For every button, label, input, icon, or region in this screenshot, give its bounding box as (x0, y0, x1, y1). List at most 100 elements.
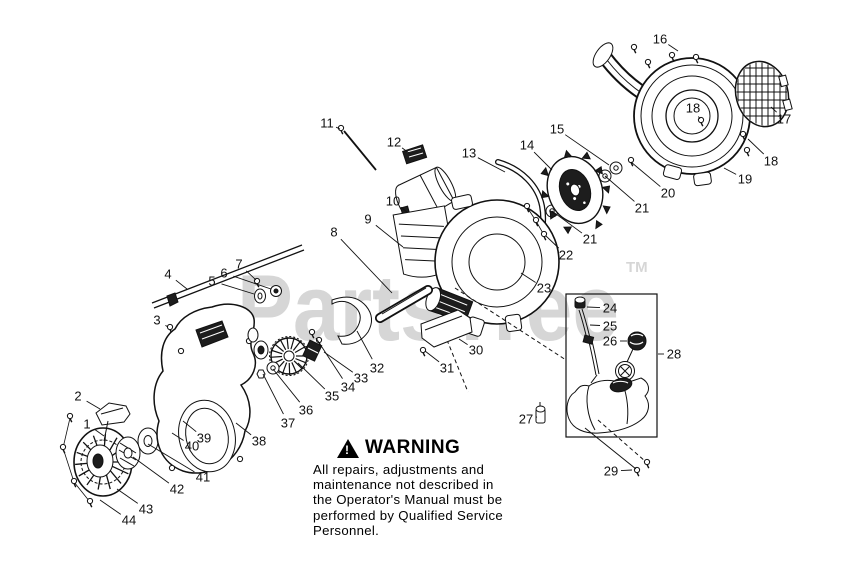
callout-leader-35 (297, 362, 326, 390)
callout-leader-21 (551, 210, 583, 234)
callout-label-32: 32 (370, 361, 384, 376)
callout-leader-23 (520, 272, 536, 283)
fuel-tank-box (565, 293, 658, 438)
callout-label-21: 21 (583, 232, 597, 247)
callout-label-6: 6 (220, 266, 227, 281)
callout-label-21: 21 (635, 201, 649, 216)
callout-leader-18 (747, 138, 765, 155)
warning-triangle-icon: ! (337, 438, 359, 458)
watermark-tm: TM (626, 259, 648, 276)
callout-leader-6 (233, 275, 272, 290)
callout-leader-13 (477, 157, 506, 173)
callout-label-36: 36 (299, 403, 313, 418)
callout-leader-15 (564, 134, 610, 166)
callout-leader-16 (668, 44, 679, 52)
callout-label-3: 3 (153, 313, 160, 328)
callout-label-20: 20 (661, 186, 675, 201)
callout-label-30: 30 (469, 343, 483, 358)
callout-leader-40 (171, 432, 184, 441)
callout-leader-33 (323, 351, 354, 373)
callout-label-9: 9 (364, 212, 371, 227)
callout-label-37: 37 (281, 416, 295, 431)
callout-label-39: 39 (197, 431, 211, 446)
callout-leader-42 (132, 456, 170, 484)
callout-leader-39 (182, 420, 197, 433)
callout-label-19: 19 (738, 172, 752, 187)
callout-leader-10 (400, 206, 408, 213)
callout-leader-24 (586, 306, 601, 309)
callout-label-22: 22 (559, 248, 573, 263)
callout-label-28: 28 (667, 347, 681, 362)
callout-label-10: 10 (386, 194, 400, 209)
callout-leader-43 (116, 488, 139, 504)
callout-leader-19 (723, 167, 737, 175)
callout-label-29: 29 (604, 464, 618, 479)
warning-line: Personnel. (313, 522, 380, 538)
callout-label-1: 1 (83, 417, 90, 432)
callout-leader-12 (401, 147, 410, 154)
callout-label-18: 18 (686, 101, 700, 116)
callout-label-40: 40 (185, 439, 199, 454)
callout-leader-17 (770, 106, 777, 113)
callout-leader-38 (235, 422, 252, 436)
callout-label-43: 43 (139, 502, 153, 517)
callout-leader-11 (335, 126, 341, 130)
callout-leader-4 (175, 279, 188, 290)
callout-leader-32 (356, 330, 373, 360)
callout-label-15: 15 (550, 122, 564, 137)
callout-leader-37 (262, 373, 284, 415)
callout-leader-44 (99, 499, 122, 515)
callout-layer: 1 23 4 567 8 9 10 11 12 13 14 15 16 17 18 18 19 20 21 21 22 2… (74, 32, 791, 528)
callout-leader-25 (589, 324, 601, 326)
callout-leader-34 (315, 337, 343, 379)
warning-title: WARNING (365, 437, 461, 458)
callout-label-11: 11 (320, 116, 334, 131)
callout-leader-20 (630, 161, 661, 187)
callout-label-7: 7 (235, 257, 242, 272)
callout-label-16: 16 (653, 32, 667, 47)
callout-label-17: 17 (777, 112, 791, 127)
callout-leader-22 (545, 235, 560, 249)
callout-leader-41 (147, 443, 195, 473)
callout-label-44: 44 (122, 513, 136, 528)
callout-leader-30 (458, 338, 468, 345)
callout-leader-5 (221, 283, 255, 295)
warning-line: maintenance not described in (313, 477, 494, 493)
blower-housing-drawing (592, 42, 795, 187)
flywheel-ignition-drawing (247, 296, 372, 379)
callout-label-5: 5 (208, 274, 215, 289)
callout-label-14: 14 (520, 138, 534, 153)
callout-label-35: 35 (325, 389, 339, 404)
callout-label-4: 4 (164, 267, 171, 282)
callout-leader-1 (94, 429, 105, 437)
callout-label-8: 8 (330, 225, 337, 240)
callout-label-25: 25 (603, 319, 617, 334)
callout-label-26: 26 (603, 334, 617, 349)
crankcase-cover-drawing (151, 244, 305, 474)
callout-label-41: 41 (196, 470, 210, 485)
recoil-starter-drawing (59, 402, 185, 508)
warning-notice: ! WARNING All repairs, adjustments and m… (313, 437, 523, 538)
engine-assembly-drawing (337, 124, 635, 393)
callout-label-42: 42 (170, 482, 184, 497)
warning-line: performed by Qualified Service (313, 507, 504, 523)
callout-label-23: 23 (537, 281, 551, 296)
callout-label-38: 38 (252, 434, 266, 449)
callout-label-33: 33 (354, 371, 368, 386)
callout-label-18: 18 (764, 154, 778, 169)
callout-leader-29 (620, 469, 633, 471)
callout-leader-9 (375, 224, 404, 248)
callout-label-13: 13 (462, 146, 476, 161)
fuel-tank-drawing (454, 287, 658, 477)
callout-leader-3 (165, 324, 169, 328)
callout-label-27: 27 (519, 412, 533, 427)
callout-label-31: 31 (440, 361, 454, 376)
warning-line: the Operator's Manual must be (313, 492, 503, 508)
callout-label-12: 12 (387, 135, 401, 150)
callout-leader-18 (697, 116, 701, 120)
callout-leader-14 (533, 151, 553, 171)
callout-leader-2 (86, 400, 101, 410)
callout-leader-7 (245, 270, 257, 281)
callout-leader-36 (272, 368, 301, 403)
